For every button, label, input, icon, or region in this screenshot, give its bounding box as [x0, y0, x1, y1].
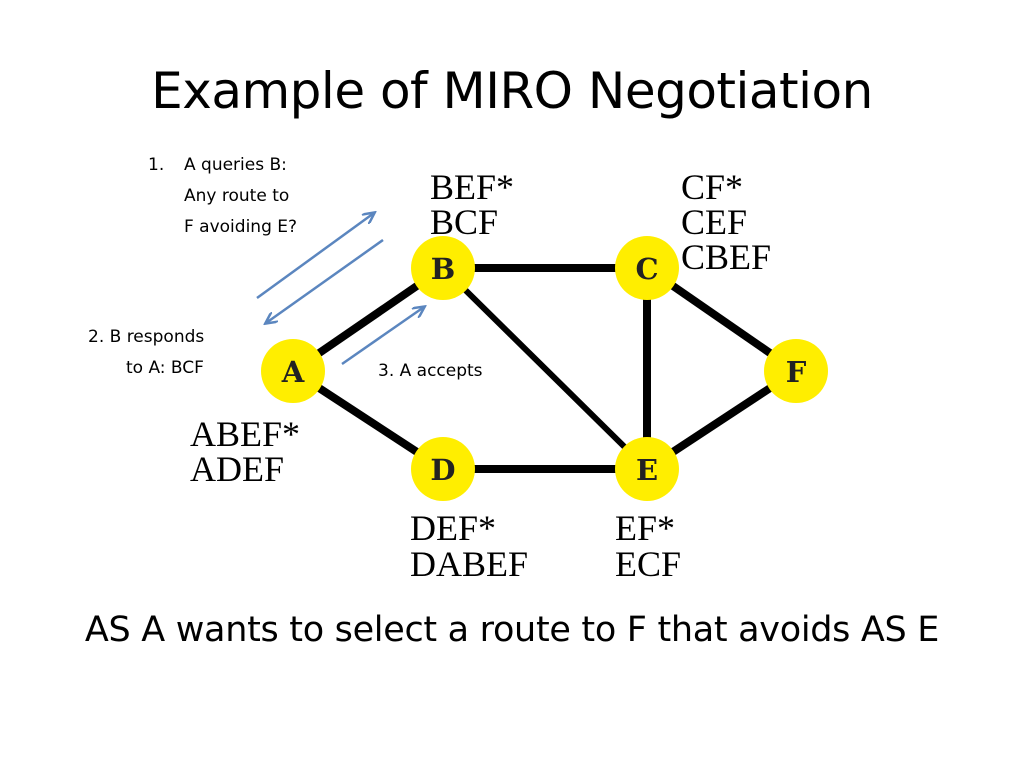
node-d-circle [411, 437, 475, 501]
node-a-circle [261, 339, 325, 403]
step-1-line-1: A queries B: [184, 155, 287, 175]
step-1-line-2: Any route to [184, 186, 290, 206]
node-e: E [615, 437, 679, 501]
node-c-circle [615, 236, 679, 300]
route-a-2: ADEF [190, 449, 284, 489]
route-d-1: DEF* [410, 508, 496, 548]
step-1-line-3: F avoiding E? [184, 217, 298, 237]
node-a: A [261, 339, 325, 403]
node-b: B [411, 236, 475, 300]
route-c-1: CF* [681, 167, 743, 207]
node-f: F [764, 339, 828, 403]
routes-e: EF* ECF [615, 508, 681, 584]
query-arrow [256, 213, 374, 300]
response-arrow [266, 238, 384, 323]
node-f-label: F [786, 355, 807, 389]
route-d-2: DABEF [410, 544, 528, 584]
step-3-note: 3. A accepts [378, 361, 483, 381]
route-a-1: ABEF* [190, 414, 300, 454]
message-arrows [256, 213, 424, 366]
route-c-2: CEF [681, 202, 747, 242]
edge-b-e [440, 265, 650, 472]
node-d-label: D [430, 453, 455, 487]
node-e-label: E [636, 453, 658, 487]
step-2-line-1: 2. B responds [88, 327, 205, 347]
node-f-circle [764, 339, 828, 403]
route-c-3: CBEF [681, 237, 771, 277]
step-1-note: 1. A queries B: Any route to F avoiding E… [148, 150, 297, 243]
node-c: C [615, 236, 679, 300]
route-e-1: EF* [615, 508, 675, 548]
route-b-2: BCF [430, 202, 498, 242]
node-c-label: C [635, 252, 658, 286]
route-b-1: BEF* [430, 167, 514, 207]
routes-b: BEF* BCF [430, 167, 514, 242]
node-e-circle [615, 437, 679, 501]
node-b-label: B [431, 252, 456, 286]
step-2-line-2: to A: BCF [126, 358, 204, 378]
step-2-note: 2. B responds to A: BCF [88, 322, 204, 384]
slide-caption: AS A wants to select a route to F that a… [84, 610, 940, 650]
route-e-2: ECF [615, 544, 681, 584]
edges [290, 264, 799, 473]
node-a-label: A [281, 355, 305, 389]
accept-arrow [341, 307, 424, 366]
node-d: D [411, 437, 475, 501]
routes-c: CF* CEF CBEF [681, 167, 771, 277]
node-b-circle [411, 236, 475, 300]
slide-title: Example of MIRO Negotiation [151, 62, 873, 120]
step-1-number: 1. [148, 155, 165, 175]
routes-a: ABEF* ADEF [190, 414, 300, 489]
routes-d: DEF* DABEF [410, 508, 528, 584]
